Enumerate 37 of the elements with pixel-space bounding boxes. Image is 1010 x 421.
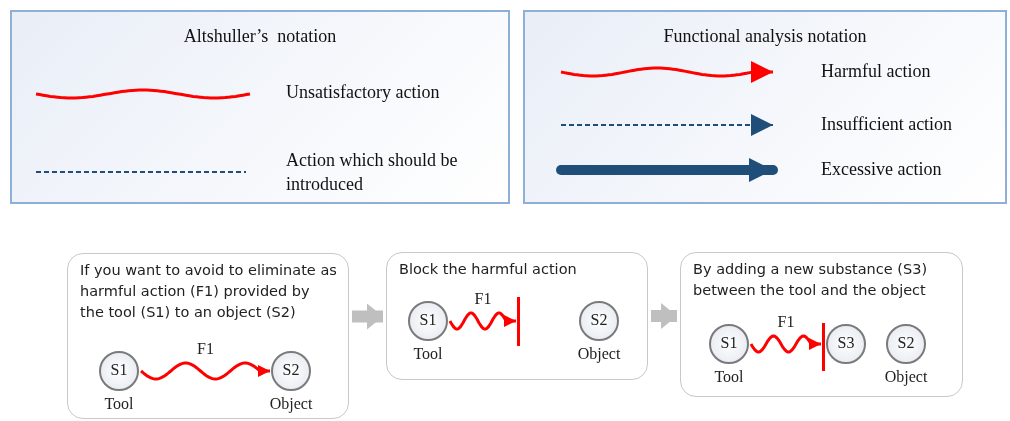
blocking-bar (517, 297, 520, 346)
legend-label: Excessive action (821, 158, 943, 181)
node-caption: Tool (104, 395, 134, 413)
node-label: S3 (836, 334, 856, 352)
node-caption: Tool (413, 345, 443, 363)
substance-circle (826, 324, 866, 364)
legend-label: Unsatisfactory action (286, 81, 441, 104)
legend-label: Action which should be introduced (286, 149, 459, 196)
node-caption: Object (884, 368, 928, 386)
panel-title: Altshuller’s notation (182, 26, 338, 47)
node-caption: Object (577, 345, 621, 363)
wavy-arrow (749, 334, 821, 354)
wavy-arrow (140, 361, 270, 381)
blocking-bar (822, 323, 825, 371)
step-panel (680, 252, 963, 397)
legend-label: Insufficient action (821, 113, 954, 136)
panel-text: Block the harmful action (399, 260, 578, 279)
node-label: S2 (896, 334, 916, 352)
step-panel (386, 252, 648, 380)
panel-title: Functional analysis notation (662, 26, 868, 47)
panel-text: If you want to avoid to eliminate as harmful action (F1) provided by the tool (S1) to an object (S2) (80, 261, 338, 322)
node-label: S2 (281, 361, 301, 379)
node-label: S2 (589, 311, 609, 329)
block-arrow (651, 303, 677, 329)
panel-text: By adding a new substance (S3) between the tool and the object (693, 260, 929, 300)
step-panel (67, 253, 349, 419)
legend-label: Harmful action (821, 60, 932, 83)
node-label: S1 (109, 361, 129, 379)
edge-label: F1 (776, 314, 796, 330)
wavy-arrow (448, 311, 516, 331)
node-caption: Tool (714, 368, 744, 386)
node-caption: Object (269, 395, 313, 413)
edge-label: F1 (196, 341, 215, 357)
node-label: S1 (418, 311, 438, 329)
block-arrow (352, 303, 383, 330)
node-label: S1 (719, 334, 739, 352)
edge-label: F1 (473, 291, 493, 307)
